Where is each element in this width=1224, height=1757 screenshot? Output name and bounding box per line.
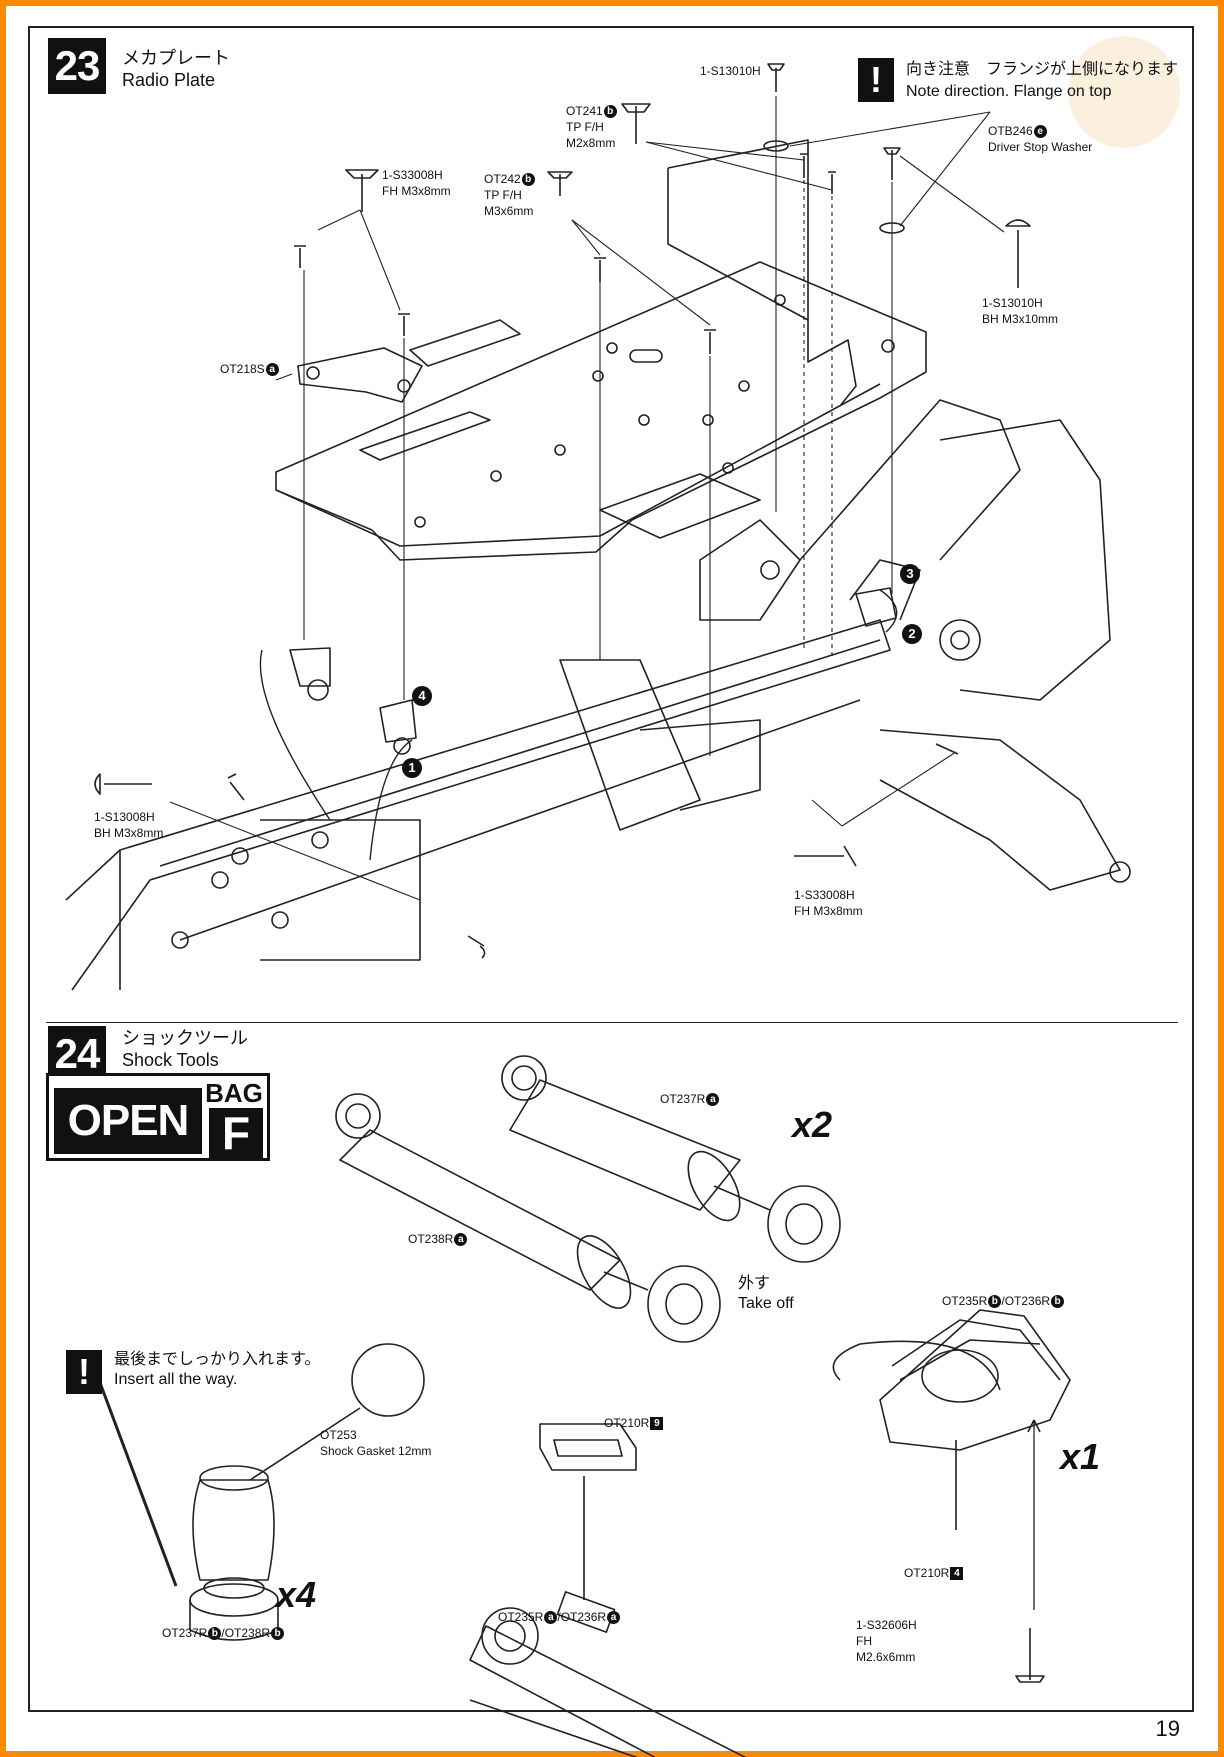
warning-icon-24: ! [66, 1350, 102, 1394]
open-bag-badge: OPEN BAG F [46, 1073, 270, 1161]
bag-open-text: OPEN [54, 1088, 202, 1154]
label-s13010h-right-size: BH M3x10mm [982, 312, 1059, 326]
step-24-title-en: Shock Tools [122, 1050, 219, 1070]
content-frame [28, 26, 1194, 1712]
label-ot236r-top-code: OT236R [1004, 1294, 1051, 1308]
step-23-number: 23 [48, 38, 106, 94]
label-ot242-type: TP F/H [484, 188, 522, 202]
label-s33008h-top: 1-S33008H [382, 168, 443, 182]
take-off-en: Take off [738, 1295, 794, 1312]
label-slash-top: / [1001, 1294, 1005, 1308]
label-ot242-code: OT242 [484, 172, 521, 186]
quantity-x4: x4 [276, 1574, 317, 1615]
label-s13008h: 1-S13008H [94, 810, 155, 824]
section-divider [46, 1022, 1178, 1023]
bag-word: BAG [205, 1078, 263, 1108]
label-ot236r-bottom-code: OT236R [560, 1610, 607, 1624]
guide-lines-23 [169, 96, 1005, 901]
label-s13010h-right: 1-S13010H [982, 296, 1043, 310]
badge-otb246: e [1033, 125, 1047, 139]
badge-ot238r-b: b [271, 1627, 285, 1641]
bag-letter: F [209, 1108, 263, 1158]
badge-ot210r-top: 9 [650, 1417, 664, 1431]
badge-ot238r: a [454, 1233, 468, 1247]
label-s13008h-size: BH M3x8mm [94, 826, 164, 840]
sequence-marker-4: 4 [412, 686, 432, 706]
chassis-drawing [65, 399, 1131, 991]
shock-bodies-drawing [335, 1055, 841, 1343]
label-ot237r-b-code: OT237R [162, 1626, 208, 1640]
label-ot210r-top-code: OT210R [604, 1416, 650, 1430]
label-s32606h-size: M2.6x6mm [856, 1650, 916, 1664]
screws-23 [94, 63, 1031, 959]
sequence-marker-2: 2 [902, 624, 922, 644]
label-ot238r-b-code: OT238R [224, 1626, 271, 1640]
wrench-drawing [469, 1423, 747, 1757]
warning-24-en: Insert all the way. [114, 1371, 238, 1388]
label-ot218s-code: OT218S [220, 362, 265, 376]
badge-ot236r-bottom: a [607, 1611, 621, 1625]
sequence-marker-1: 1 [402, 758, 422, 778]
sequence-marker-3: 3 [900, 564, 920, 584]
label-slash-b: / [221, 1626, 225, 1640]
badge-ot237r-b: b [208, 1627, 222, 1641]
label-ot242-size: M3x6mm [484, 204, 534, 218]
quantity-x2: x2 [792, 1104, 833, 1145]
label-otb246-code: OTB246 [988, 124, 1033, 138]
label-s32606h-type: FH [856, 1634, 872, 1648]
badge-ot237r: a [706, 1093, 720, 1107]
badge-ot241: b [603, 105, 617, 119]
step-23-title-en: Radio Plate [122, 70, 216, 90]
badge-ot210r-bottom: 4 [950, 1567, 964, 1581]
label-s33008h-bottom: 1-S33008H [794, 888, 855, 902]
label-ot210r-bottom-code: OT210R [904, 1566, 950, 1580]
label-ot241-code: OT241 [566, 104, 603, 118]
warning-icon: ! [858, 58, 894, 102]
label-ot253-desc: Shock Gasket 12mm [320, 1444, 432, 1458]
quantity-x1: x1 [1060, 1436, 1101, 1477]
page-number: 19 [1155, 1716, 1180, 1741]
badge-ot236r-top: b [1051, 1295, 1065, 1309]
watermark-logo [1068, 36, 1180, 148]
step-23-title-jp: メカプレート [122, 48, 230, 68]
warning-24-jp: 最後までしっかり入れます。 [114, 1351, 321, 1368]
label-otb246-desc: Driver Stop Washer [988, 140, 1093, 154]
label-ot238r-code: OT238R [408, 1232, 454, 1246]
shock-tool-drawing [832, 1309, 1071, 1683]
warning-23-jp: 向き注意 フランジが上側になります [906, 61, 1179, 78]
label-ot241-type: TP F/H [566, 120, 604, 134]
label-ot235r-top-code: OT235R [942, 1294, 988, 1308]
step-24-title-jp: ショックツール [122, 1028, 248, 1048]
label-ot253: OT253 [320, 1428, 357, 1442]
label-s32606h: 1-S32606H [856, 1618, 917, 1632]
label-s33008h-top-size: FH M3x8mm [382, 184, 451, 198]
radio-plate-drawing [275, 139, 927, 561]
label-s13010h-top: 1-S13010H [700, 64, 761, 78]
label-slash-bottom: / [557, 1610, 561, 1624]
label-ot241-size: M2x8mm [566, 136, 616, 150]
badge-ot218s: a [265, 363, 279, 377]
step-24-number: 24 [48, 1026, 106, 1082]
badge-ot235r-bottom: a [544, 1611, 558, 1625]
warning-23-en: Note direction. Flange on top [906, 83, 1112, 100]
label-s33008h-bottom-size: FH M3x8mm [794, 904, 863, 918]
badge-ot242: b [521, 173, 535, 187]
label-ot237r-code: OT237R [660, 1092, 706, 1106]
take-off-jp: 外す [738, 1275, 771, 1292]
label-ot235r-bottom-code: OT235R [498, 1610, 544, 1624]
badge-ot235r-top: b [988, 1295, 1002, 1309]
